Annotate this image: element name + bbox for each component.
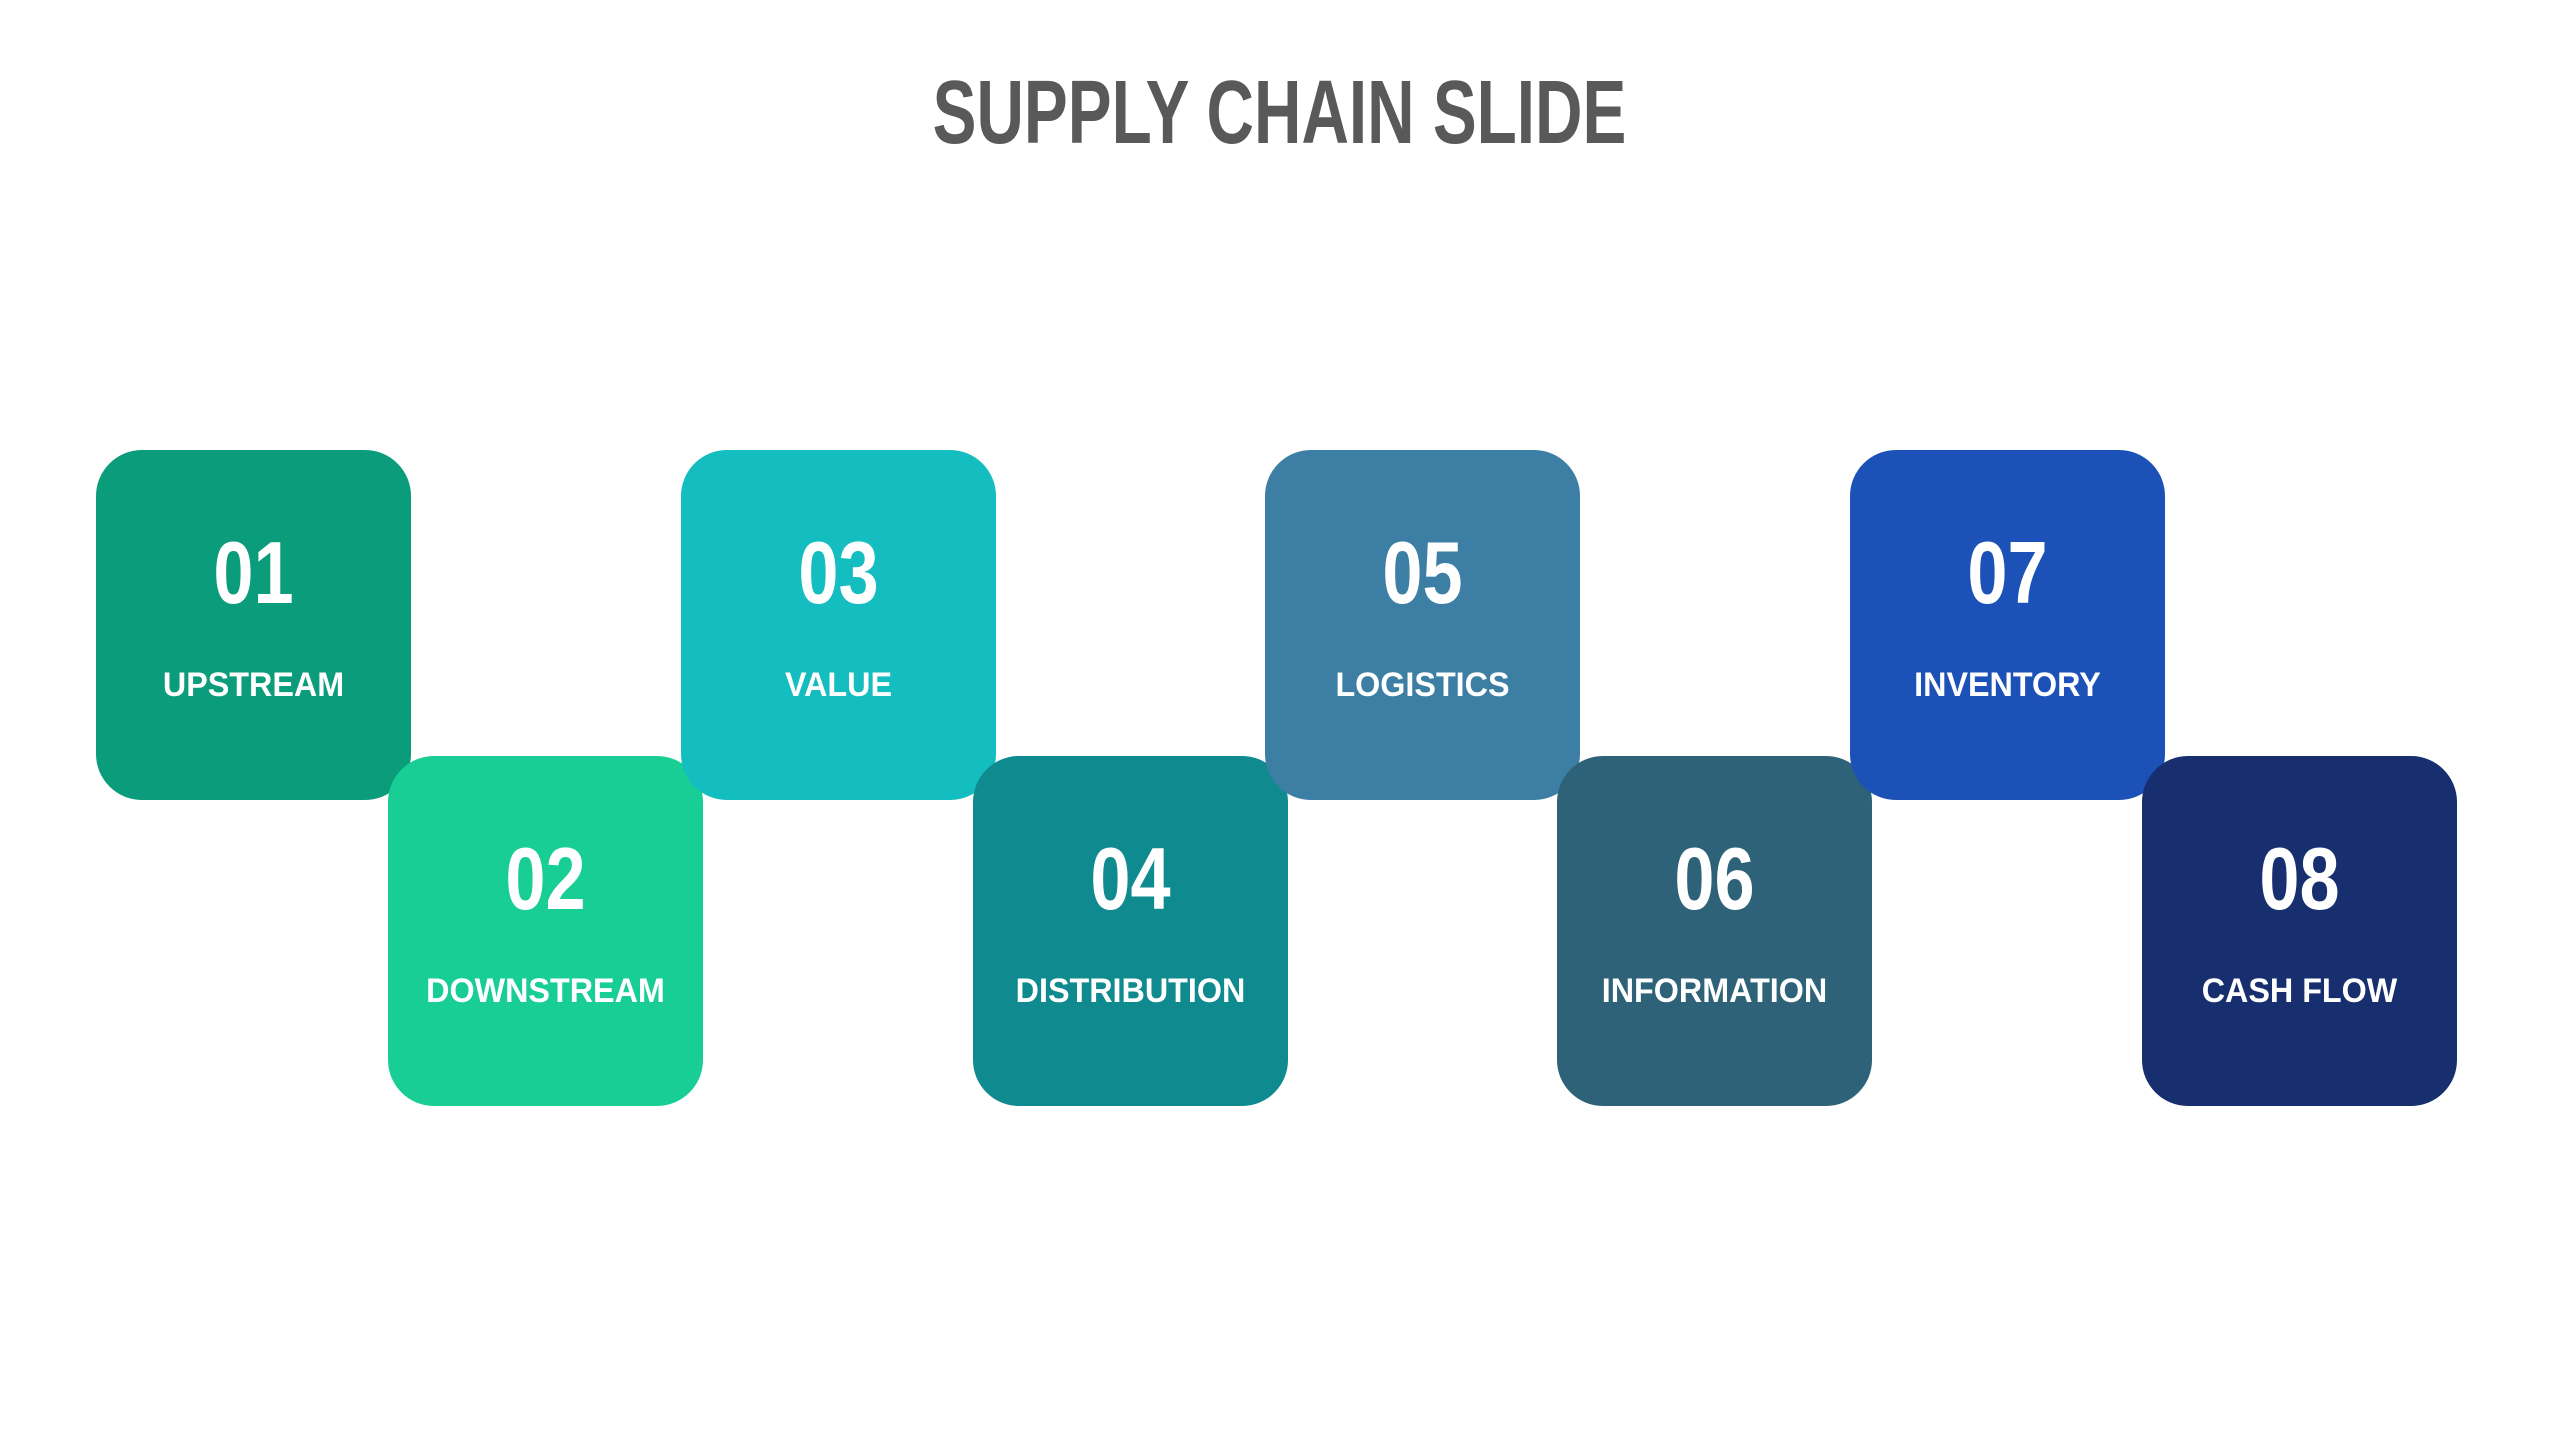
- card-inventory: 07 INVENTORY: [1850, 450, 2165, 800]
- card-label: VALUE: [784, 666, 893, 704]
- card-value: 03 VALUE: [681, 450, 996, 800]
- card-number: 02: [505, 829, 586, 928]
- card-logistics: 05 LOGISTICS: [1265, 450, 1580, 800]
- card-label: INVENTORY: [1914, 666, 2101, 704]
- card-number: 07: [1967, 523, 2048, 622]
- card-distribution: 04 DISTRIBUTION: [973, 756, 1288, 1106]
- card-number: 06: [1674, 829, 1755, 928]
- card-label: UPSTREAM: [162, 666, 345, 704]
- card-number: 03: [798, 523, 879, 622]
- card-information: 06 INFORMATION: [1557, 756, 1872, 1106]
- card-number: 01: [213, 523, 294, 622]
- card-label: INFORMATION: [1601, 972, 1828, 1010]
- card-number: 04: [1090, 829, 1171, 928]
- card-label: CASH FLOW: [2201, 972, 2398, 1010]
- card-cash-flow: 08 CASH FLOW: [2142, 756, 2457, 1106]
- card-label: DOWNSTREAM: [426, 972, 665, 1010]
- card-upstream: 01 UPSTREAM: [96, 450, 411, 800]
- slide-title: SUPPLY CHAIN SLIDE: [932, 63, 1627, 163]
- card-number: 05: [1382, 523, 1463, 622]
- card-number: 08: [2259, 829, 2340, 928]
- card-label: DISTRIBUTION: [1015, 972, 1246, 1010]
- card-label: LOGISTICS: [1335, 666, 1510, 704]
- card-downstream: 02 DOWNSTREAM: [388, 756, 703, 1106]
